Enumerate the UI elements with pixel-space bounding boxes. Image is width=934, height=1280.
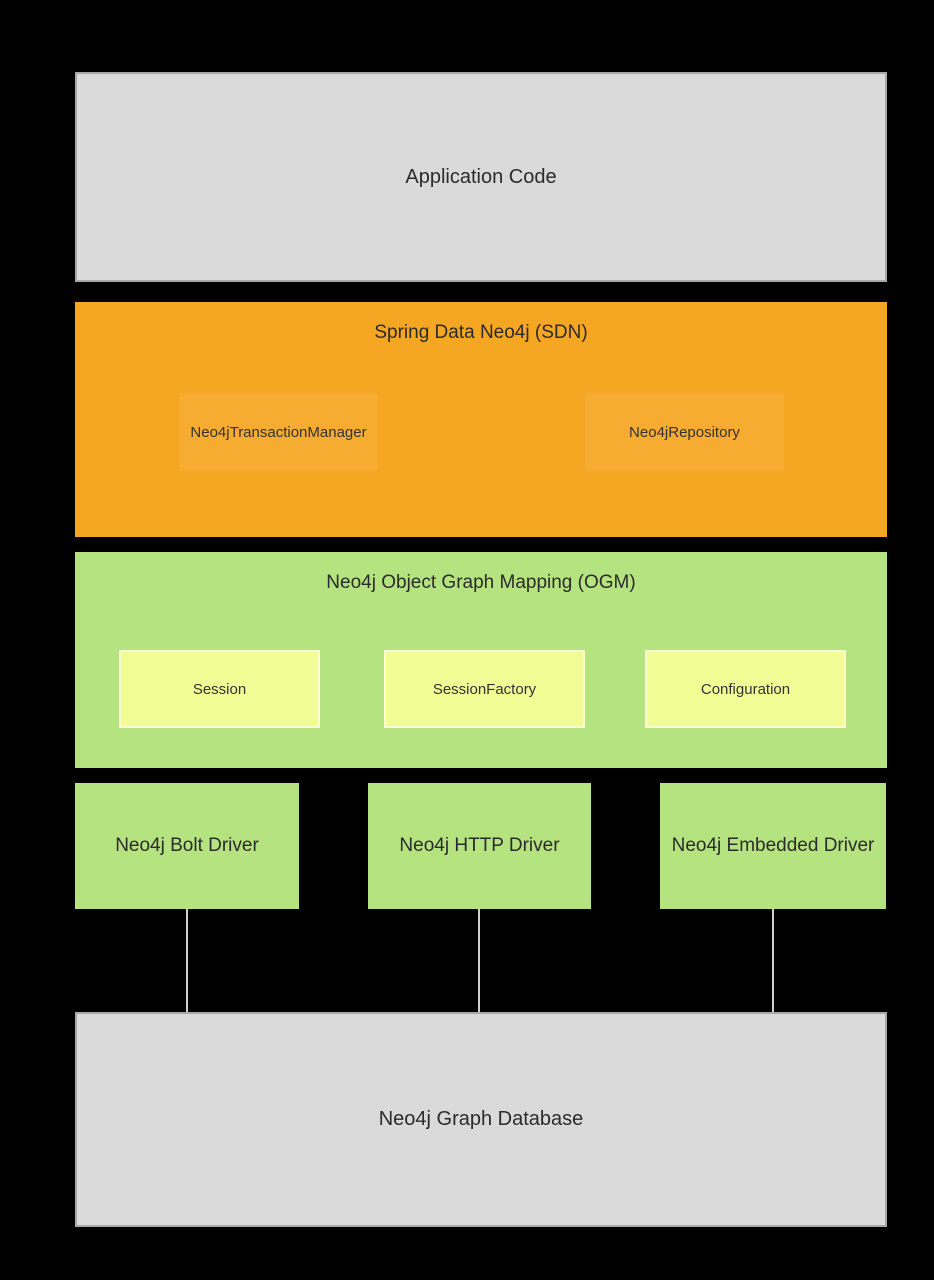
spring-data-neo4j-box: Spring Data Neo4j (SDN) Neo4jTransaction…: [75, 302, 887, 537]
neo4j-http-driver-box: Neo4j HTTP Driver: [368, 783, 591, 909]
http-driver-connector-line: [478, 909, 480, 1012]
neo4j-repository-label: Neo4jRepository: [629, 423, 740, 441]
session-label: Session: [192, 680, 247, 698]
session-factory-label: SessionFactory: [432, 680, 537, 698]
neo4j-http-driver-label: Neo4j HTTP Driver: [399, 835, 560, 856]
neo4j-bolt-driver-box: Neo4j Bolt Driver: [75, 783, 299, 909]
bolt-driver-connector-line: [186, 909, 188, 1012]
session-box: Session: [119, 650, 320, 728]
neo4j-graph-database-label: Neo4j Graph Database: [378, 1108, 584, 1130]
neo4j-graph-database-box: Neo4j Graph Database: [75, 1012, 887, 1227]
neo4j-embedded-driver-box: Neo4j Embedded Driver: [660, 783, 886, 909]
ogm-title: Neo4j Object Graph Mapping (OGM): [326, 572, 636, 593]
neo4j-bolt-driver-label: Neo4j Bolt Driver: [115, 835, 259, 856]
sdn-title: Spring Data Neo4j (SDN): [374, 322, 588, 343]
session-factory-box: SessionFactory: [384, 650, 585, 728]
embedded-driver-connector-line: [772, 909, 774, 1012]
configuration-label: Configuration: [700, 680, 791, 698]
neo4j-embedded-driver-label: Neo4j Embedded Driver: [671, 835, 875, 856]
neo4j-transaction-manager-label: Neo4jTransactionManager: [190, 423, 367, 441]
application-code-label: Application Code: [405, 165, 557, 188]
neo4j-repository-box: Neo4jRepository: [585, 393, 784, 471]
neo4j-ogm-box: Neo4j Object Graph Mapping (OGM) Session…: [75, 552, 887, 768]
neo4j-transaction-manager-box: Neo4jTransactionManager: [179, 393, 378, 471]
configuration-box: Configuration: [645, 650, 846, 728]
application-code-box: Application Code: [75, 72, 887, 282]
